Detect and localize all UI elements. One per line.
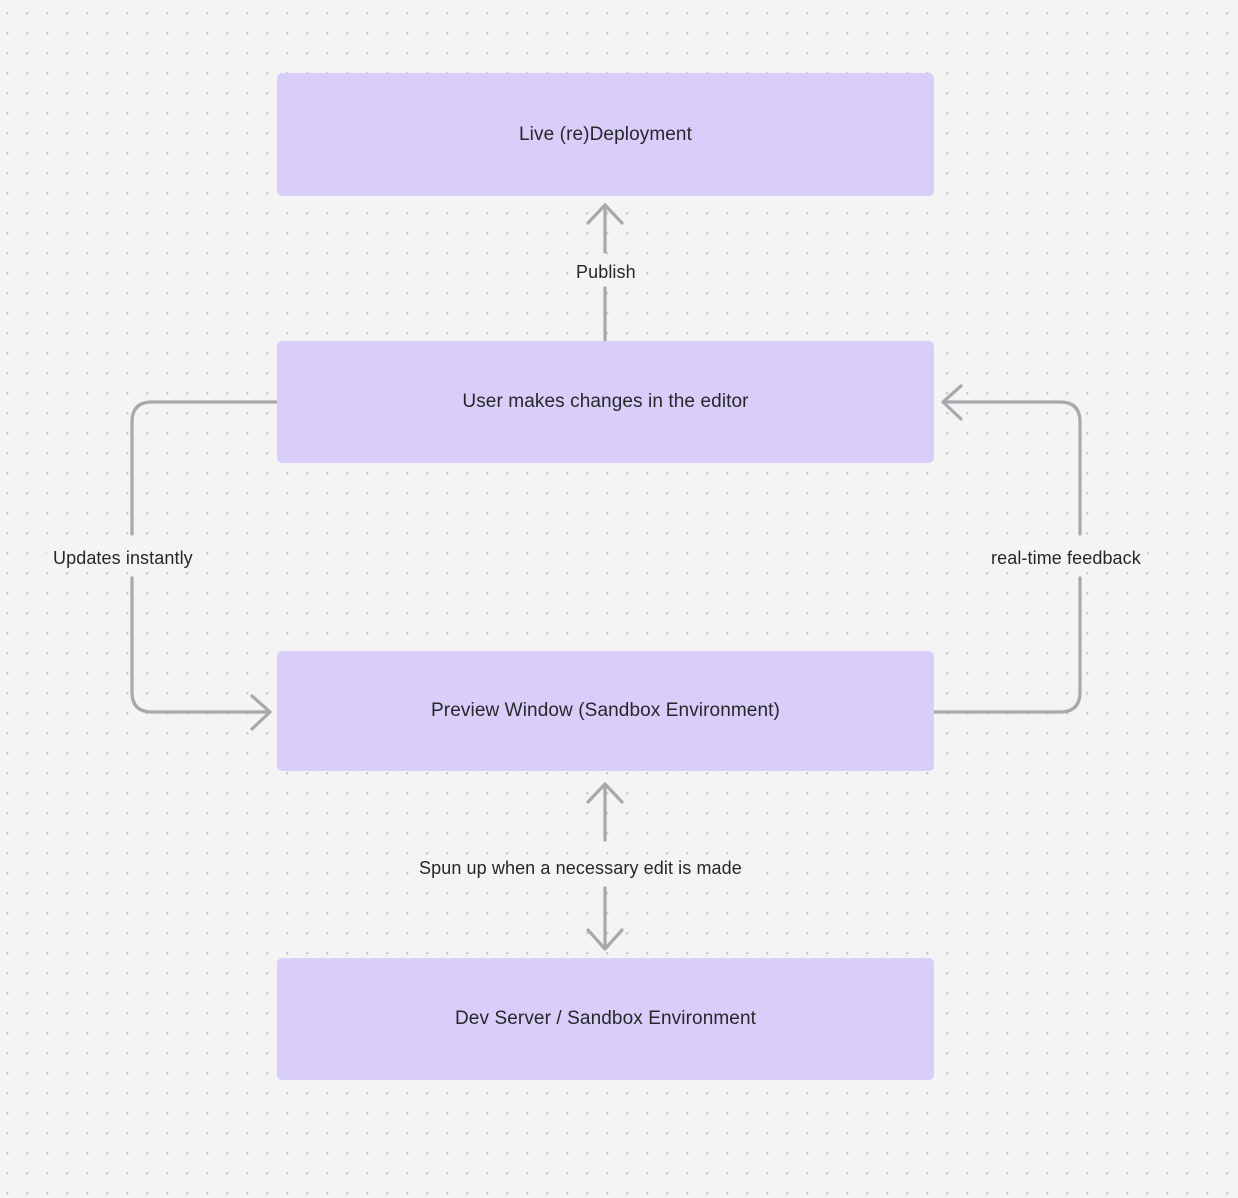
node-user-makes-changes-label: User makes changes in the editor	[462, 391, 749, 413]
edge-realtime-line-lower	[932, 576, 1082, 714]
edge-label-updates-instantly: Updates instantly	[47, 546, 199, 570]
node-live-deployment[interactable]: Live (re)Deployment	[277, 73, 934, 196]
node-dev-server-label: Dev Server / Sandbox Environment	[454, 1008, 756, 1030]
edge-label-real-time-feedback: real-time feedback	[985, 546, 1147, 570]
node-preview-window[interactable]: Preview Window (Sandbox Environment)	[277, 651, 934, 771]
node-user-makes-changes[interactable]: User makes changes in the editor	[277, 341, 934, 463]
edge-label-publish: Publish	[570, 260, 642, 284]
edge-spun-up-arrowhead-bottom	[586, 928, 624, 951]
edge-updates-arrowhead	[250, 694, 272, 731]
node-dev-server[interactable]: Dev Server / Sandbox Environment	[277, 958, 934, 1080]
edge-label-spun-up: Spun up when a necessary edit is made	[413, 856, 748, 880]
edge-realtime-arrowhead	[941, 384, 963, 421]
edge-spun-up-arrowhead-top	[586, 782, 624, 804]
edge-updates-line-upper	[130, 400, 279, 536]
edge-updates-line-lower	[130, 576, 270, 714]
edge-publish-arrowhead	[586, 203, 624, 225]
edge-realtime-line-upper	[942, 400, 1082, 536]
node-live-deployment-label: Live (re)Deployment	[519, 123, 692, 145]
node-preview-window-label: Preview Window (Sandbox Environment)	[431, 700, 780, 722]
